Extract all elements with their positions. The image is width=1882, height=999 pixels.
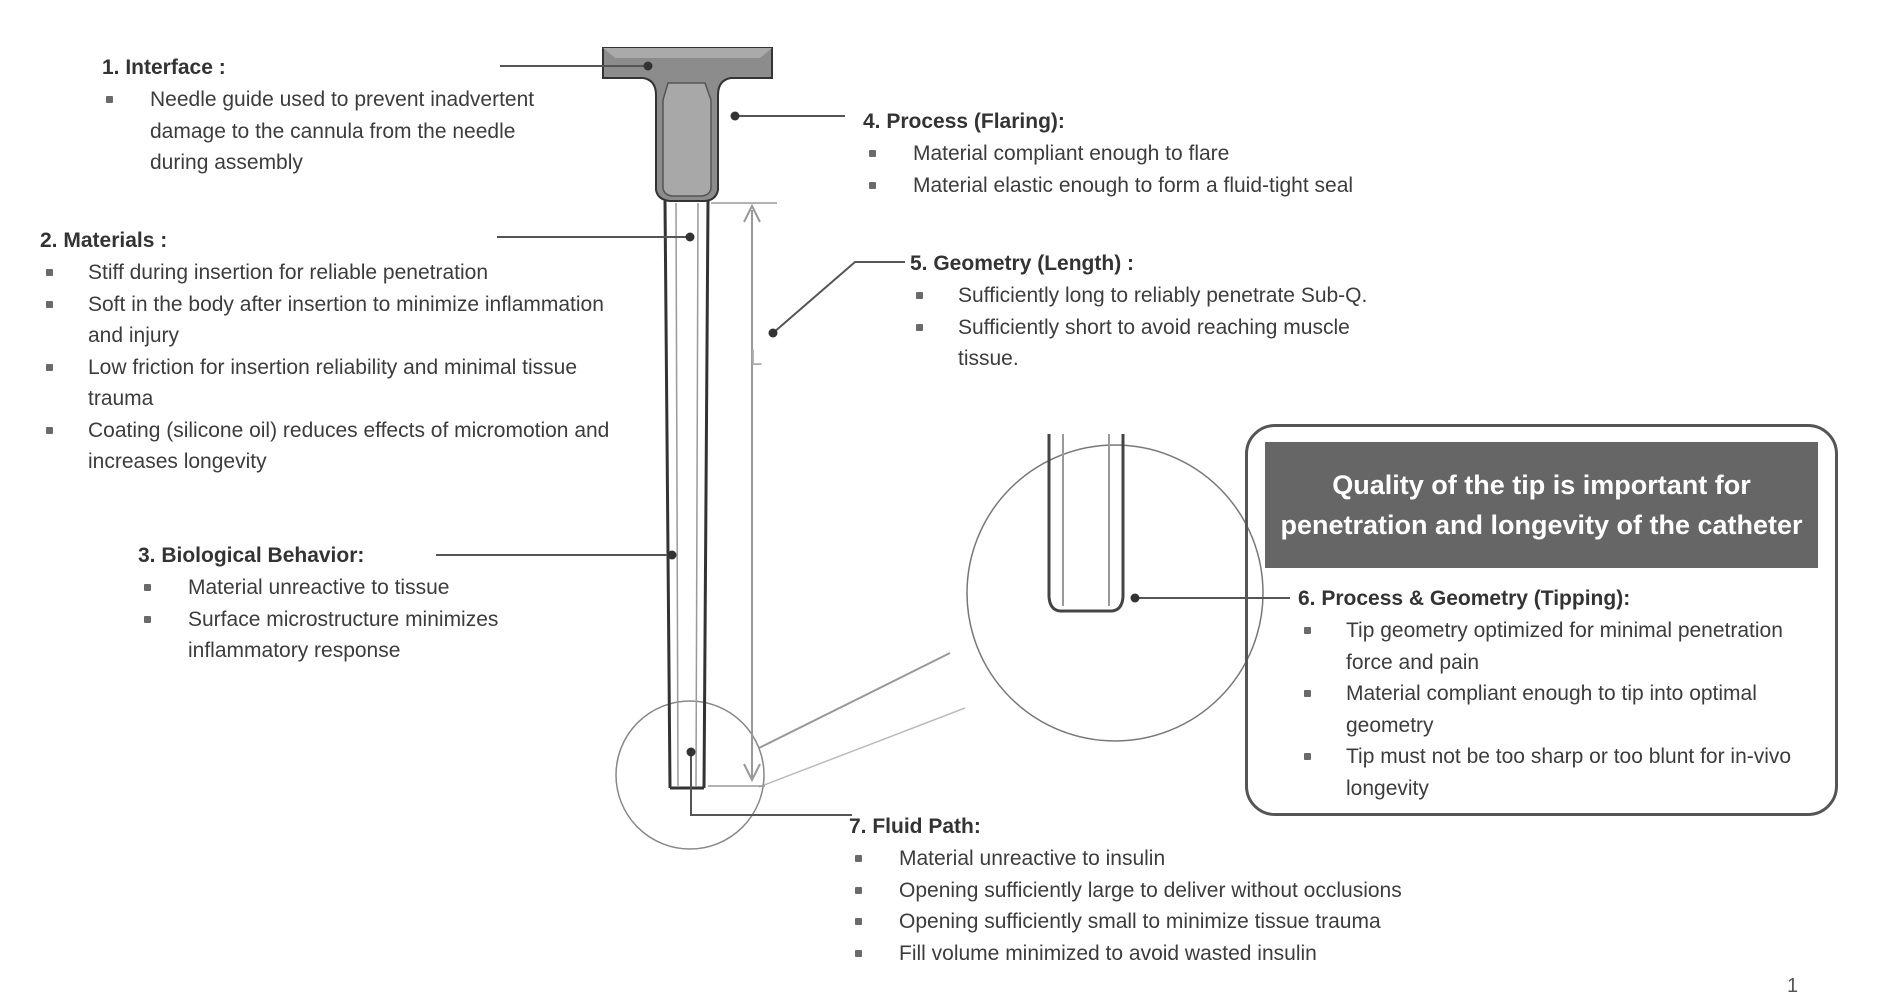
callout-title: 3. Biological Behavior: <box>138 540 588 572</box>
callout-bullet: Tip must not be too sharp or too blunt f… <box>1298 741 1828 804</box>
length-dimension <box>708 203 777 786</box>
callout-bullet: Needle guide used to prevent inadvertent… <box>102 84 562 179</box>
callout-bullet: Sufficiently short to avoid reaching mus… <box>910 312 1380 375</box>
cannula-hub <box>603 48 772 201</box>
zoom-connector-lower <box>759 708 965 787</box>
callout-title: 1. Interface : <box>102 52 562 84</box>
callout-title: 2. Materials : <box>40 225 620 257</box>
cannula-tube <box>665 201 708 788</box>
callout-fluid-path: 7. Fluid Path: Material unreactive to in… <box>849 811 1569 969</box>
callout-interface: 1. Interface : Needle guide used to prev… <box>102 52 562 179</box>
callout-bullet: Material compliant enough to flare <box>863 138 1363 170</box>
callout-bullet: Opening sufficiently large to deliver wi… <box>849 875 1569 907</box>
zoom-connector-upper <box>759 653 950 748</box>
callout-bullet: Material unreactive to insulin <box>849 843 1569 875</box>
tip-importance-banner: Quality of the tip is important for pene… <box>1265 442 1818 568</box>
callout-bullet: Material unreactive to tissue <box>138 572 588 604</box>
callout-bullet: Surface microstructure minimizes inflamm… <box>138 604 588 667</box>
magnified-tip <box>1049 434 1123 611</box>
callout-bullet: Opening sufficiently small to minimize t… <box>849 906 1569 938</box>
callout-bullet: Stiff during insertion for reliable pene… <box>40 257 620 289</box>
callout-bullet: Soft in the body after insertion to mini… <box>40 289 620 352</box>
callout-bullet: Coating (silicone oil) reduces effects o… <box>40 415 620 478</box>
callout-biological-behavior: 3. Biological Behavior: Material unreact… <box>138 540 588 667</box>
callout-materials: 2. Materials : Stiff during insertion fo… <box>40 225 620 478</box>
page-number: 1 <box>1787 975 1798 998</box>
callout-bullet: Material compliant enough to tip into op… <box>1298 678 1828 741</box>
callout-bullet: Sufficiently long to reliably penetrate … <box>910 280 1380 312</box>
callout-title: 6. Process & Geometry (Tipping): <box>1298 583 1828 615</box>
callout-bullet: Fill volume minimized to avoid wasted in… <box>849 938 1569 970</box>
length-label: L <box>750 345 762 371</box>
callout-title: 7. Fluid Path: <box>849 811 1569 843</box>
callout-process-geometry-tipping: 6. Process & Geometry (Tipping): Tip geo… <box>1298 583 1828 804</box>
callout-bullet: Material elastic enough to form a fluid-… <box>863 170 1363 202</box>
callout-process-flaring: 4. Process (Flaring): Material compliant… <box>863 106 1363 201</box>
callout-bullet: Low friction for insertion reliability a… <box>40 352 620 415</box>
callout-geometry-length: 5. Geometry (Length) : Sufficiently long… <box>910 248 1380 375</box>
callout-title: 4. Process (Flaring): <box>863 106 1363 138</box>
tip-magnified-circle <box>967 445 1263 741</box>
callout-title: 5. Geometry (Length) : <box>910 248 1380 280</box>
callout-bullet: Tip geometry optimized for minimal penet… <box>1298 615 1828 678</box>
